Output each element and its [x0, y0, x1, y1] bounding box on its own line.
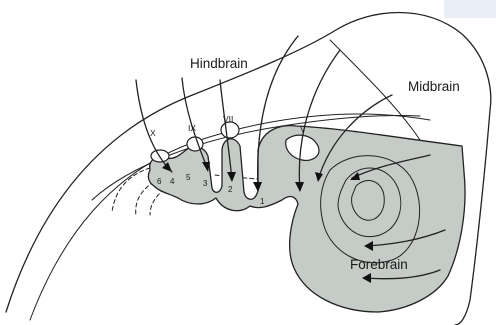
- nerve-ix-oval: [187, 137, 203, 151]
- nerve-vii-oval: [221, 122, 239, 138]
- segment-label-6: 6: [157, 177, 162, 186]
- segment-label-4: 4: [170, 177, 175, 186]
- label-midbrain: Midbrain: [408, 79, 460, 94]
- label-hindbrain: Hindbrain: [190, 56, 248, 71]
- label-nerve-v: V: [300, 124, 306, 134]
- corner-shade: [444, 0, 496, 18]
- label-nerve-x: X: [150, 128, 156, 138]
- dashed-pathway-left-1: [112, 168, 150, 212]
- segment-label-3: 3: [203, 179, 208, 188]
- segment-label-1: 1: [260, 197, 265, 206]
- segment-label-2: 2: [228, 185, 233, 194]
- segment-label-5: 5: [186, 173, 191, 182]
- label-forebrain: Forebrain: [350, 257, 408, 272]
- label-nerve-vii: VII: [223, 114, 233, 124]
- label-nerve-ix: IX: [188, 123, 196, 133]
- inner-contour-top: [330, 40, 420, 140]
